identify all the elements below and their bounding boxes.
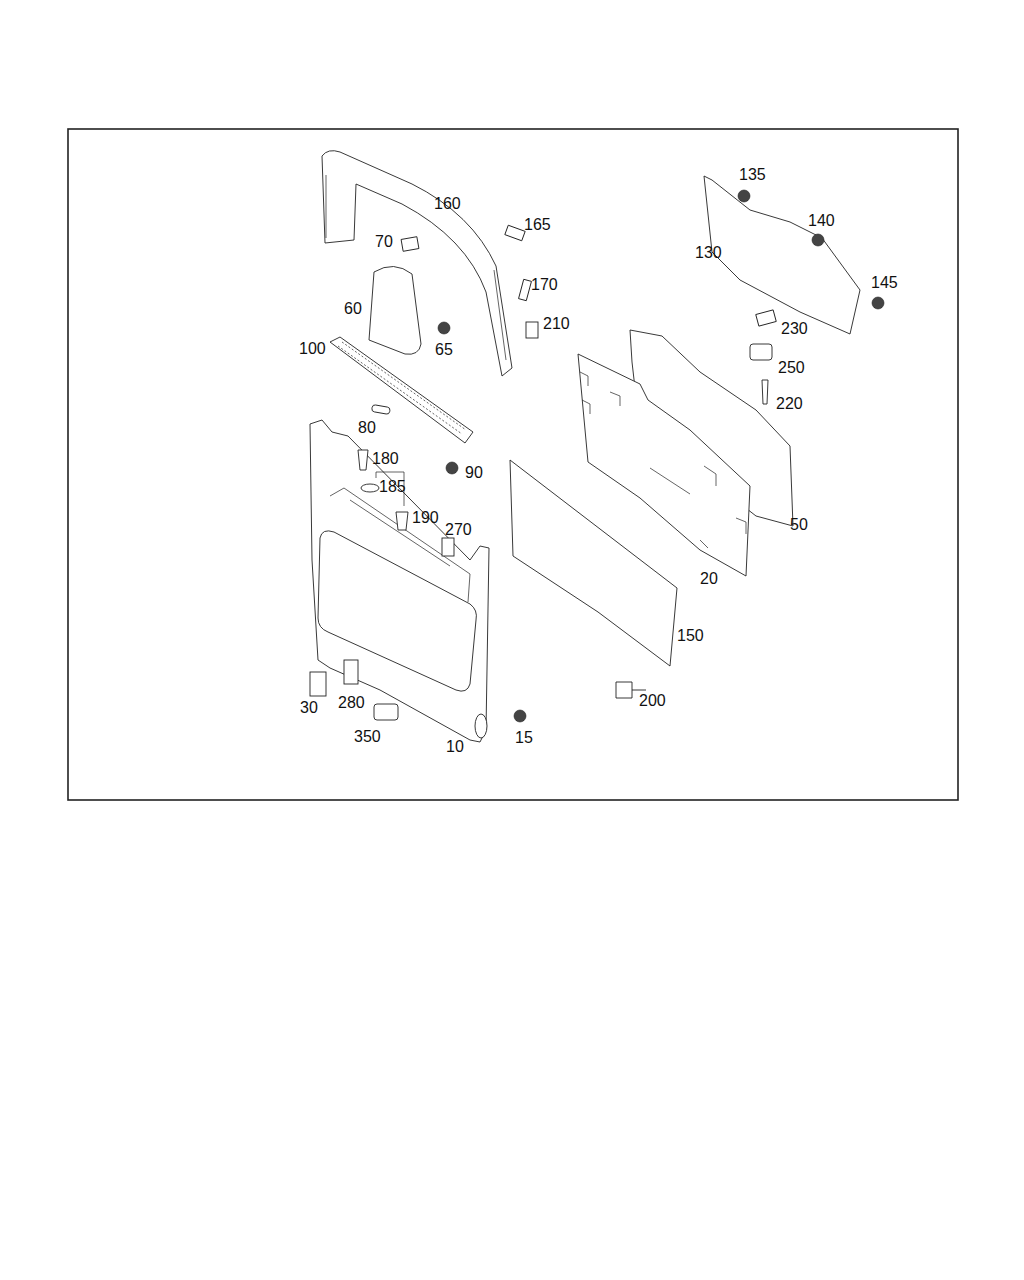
callout-number: 70 [375, 233, 393, 251]
upper-trim [322, 151, 512, 376]
callout-number: 200 [639, 692, 666, 710]
callout-number: 10 [446, 738, 464, 756]
callout-number: 160 [434, 195, 461, 213]
callout-number: 135 [739, 166, 766, 184]
callout-number: 80 [358, 419, 376, 437]
pad [371, 404, 390, 414]
frame [68, 129, 958, 800]
trim-cover [704, 176, 860, 334]
callout-number: 230 [781, 320, 808, 338]
callout-number: 130 [695, 244, 722, 262]
callout-number: 280 [338, 694, 365, 712]
callout-number: 15 [515, 729, 533, 747]
callout-number: 20 [700, 570, 718, 588]
callout-number: 100 [299, 340, 326, 358]
callout-number: 165 [524, 216, 551, 234]
callout-number: 170 [531, 276, 558, 294]
callout-number: 180 [372, 450, 399, 468]
callout-number: 145 [871, 274, 898, 292]
pin [762, 380, 768, 404]
sleeve [396, 512, 408, 530]
callout-number: 220 [776, 395, 803, 413]
callout-number: 60 [344, 300, 362, 318]
cover-plate [369, 266, 421, 354]
callout-number: 150 [677, 627, 704, 645]
callout-number: 190 [412, 509, 439, 527]
callout-number: 270 [445, 521, 472, 539]
window-opening [318, 531, 476, 691]
lower-panel [310, 420, 489, 742]
insulation-mat [578, 354, 750, 576]
callout-number: 65 [435, 341, 453, 359]
callout-number: 140 [808, 212, 835, 230]
screw [358, 450, 368, 470]
callout-number: 210 [543, 315, 570, 333]
callout-number: 90 [465, 464, 483, 482]
callout-number: 185 [379, 478, 406, 496]
callout-number: 30 [300, 699, 318, 717]
trim-strip [330, 337, 473, 443]
callout-number: 350 [354, 728, 381, 746]
callout-number: 50 [790, 516, 808, 534]
callout-number: 250 [778, 359, 805, 377]
